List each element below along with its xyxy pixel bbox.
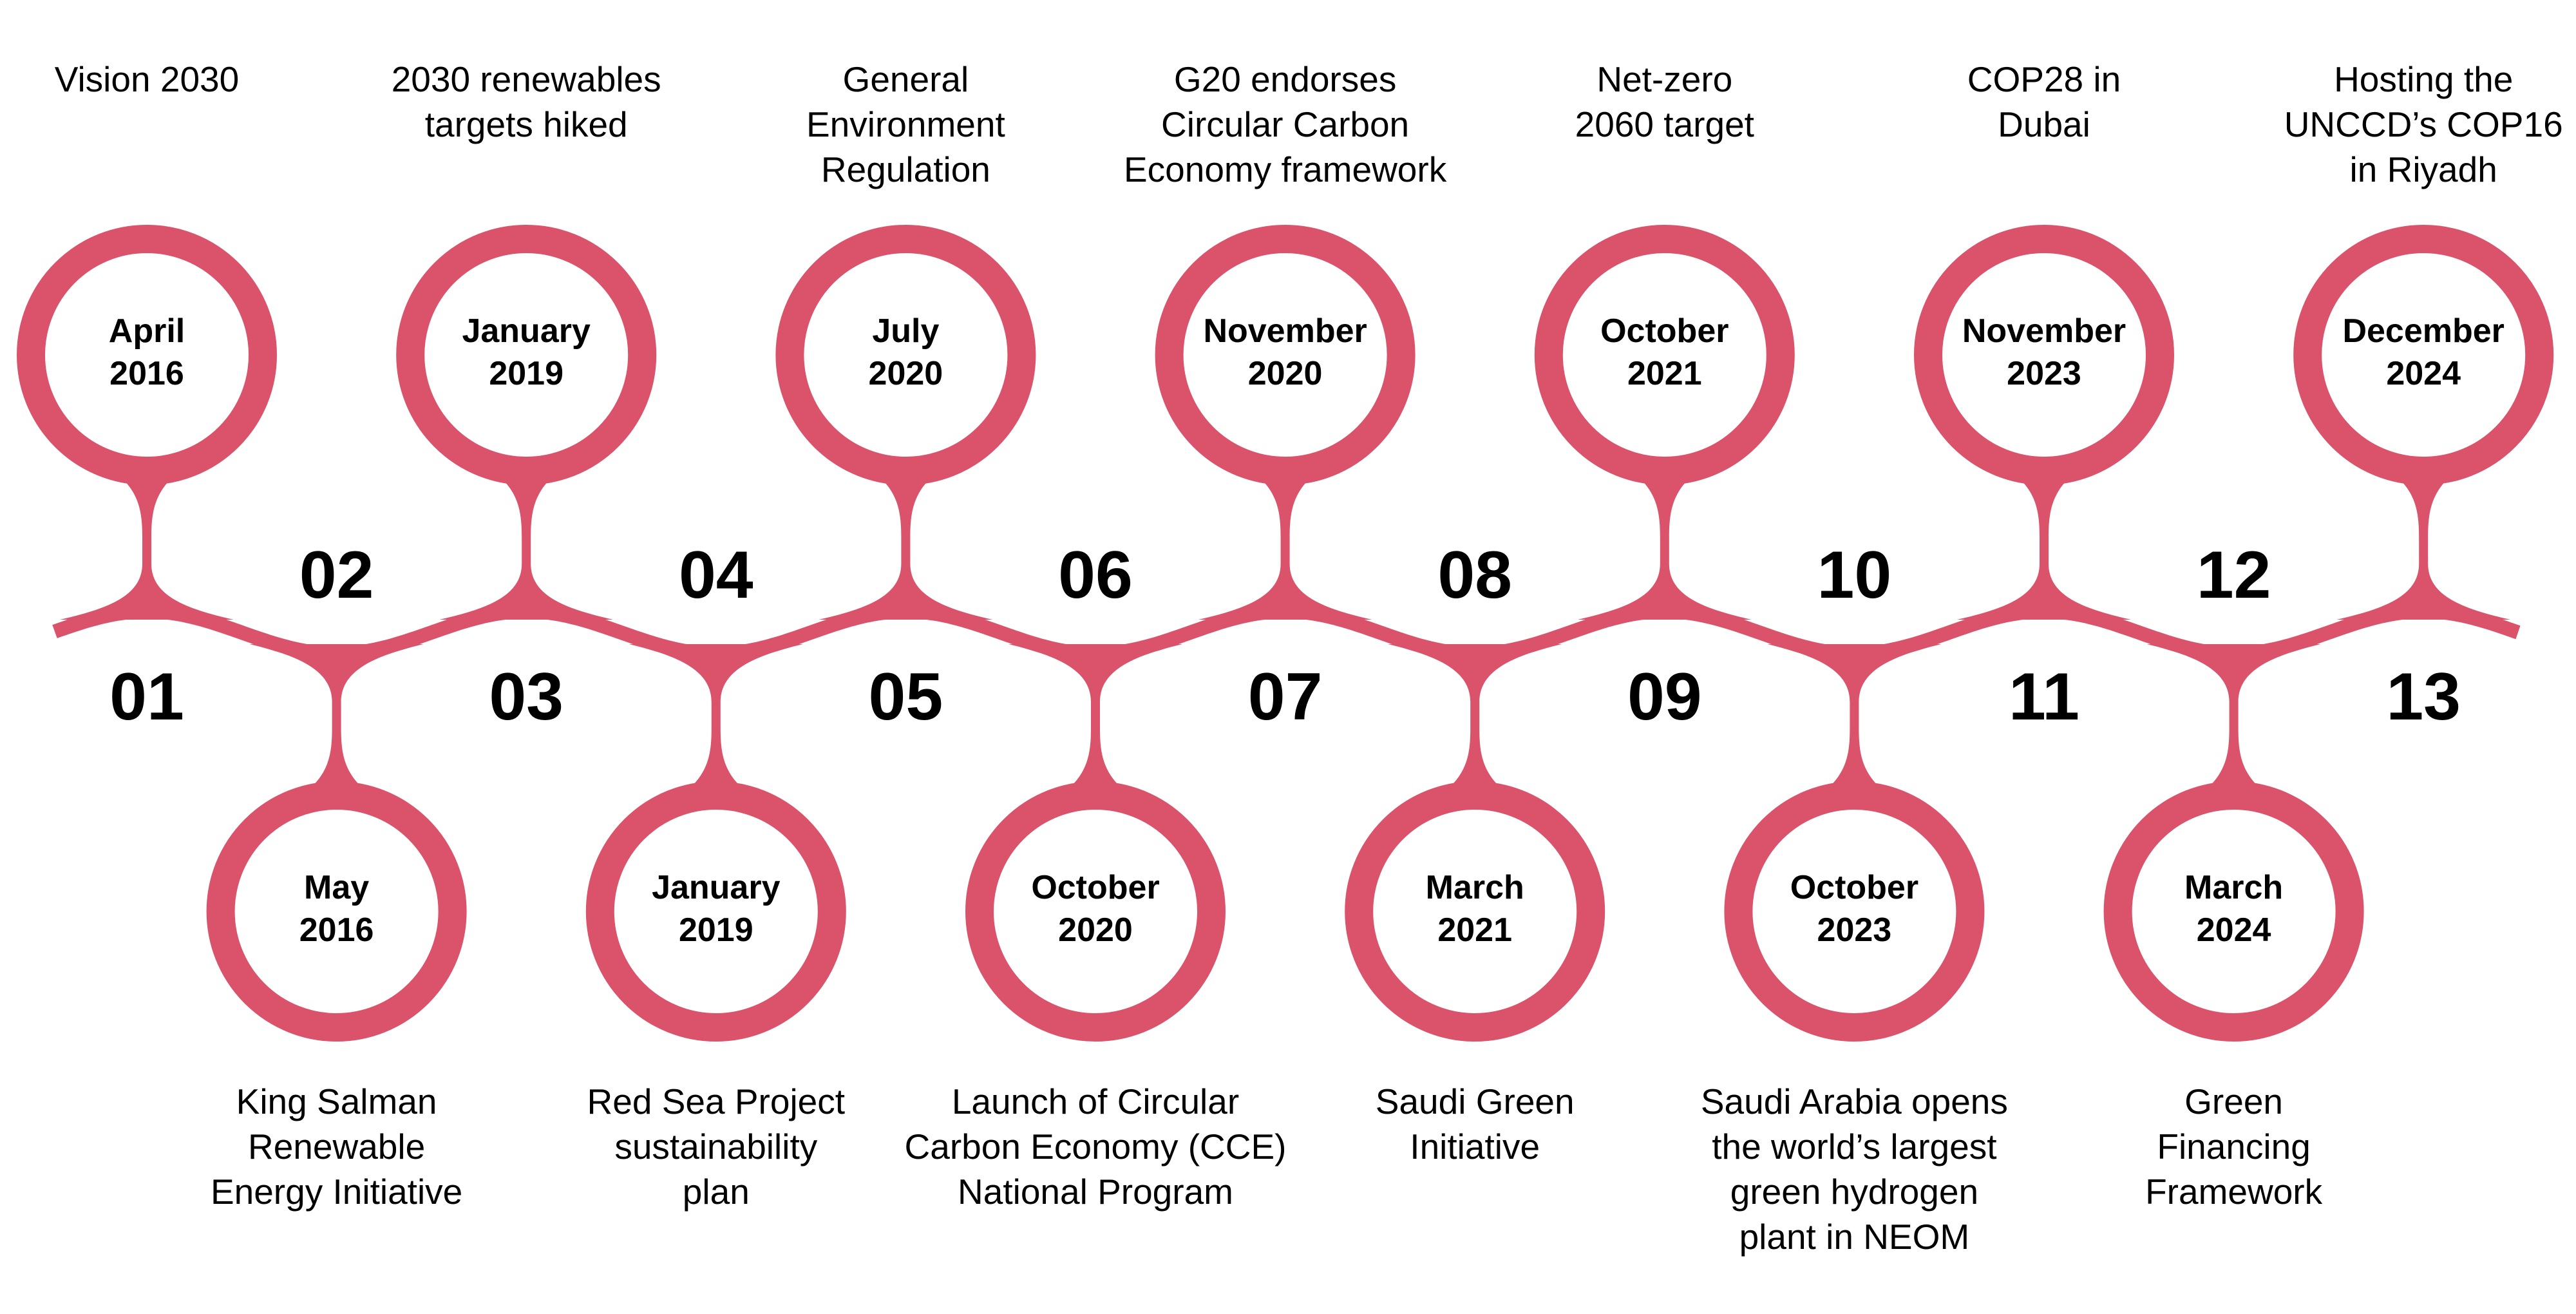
milestone-number: 08 (1437, 538, 1513, 613)
milestone-date: November 2020 (1203, 312, 1367, 392)
milestone-circle (775, 225, 1036, 485)
milestone-number: 01 (109, 660, 184, 734)
milestone-circle (585, 781, 846, 1042)
milestone-date: October 2023 (1790, 869, 1919, 949)
milestone-description: Red Sea Project sustainability plan (587, 1081, 846, 1212)
milestone-connector (629, 644, 803, 805)
milestone-circle (206, 781, 467, 1042)
milestone-connector (1388, 644, 1562, 805)
milestone-date: April 2016 (108, 312, 185, 392)
milestone-description: Vision 2030 (54, 59, 240, 99)
milestone-number: 06 (1058, 538, 1133, 613)
milestone-description: Saudi Arabia opens the world’s largest g… (1700, 1081, 2008, 1257)
milestone-date: January 2019 (462, 312, 591, 392)
milestone-number: 02 (299, 538, 374, 613)
milestone-date: October 2021 (1600, 312, 1729, 392)
milestone-description: Saudi Green Initiative (1375, 1081, 1575, 1166)
milestone-circle (1155, 225, 1416, 485)
milestone-number: 09 (1627, 660, 1702, 734)
milestone-date: March 2024 (2184, 869, 2284, 949)
milestone-circle (1534, 225, 1795, 485)
milestone-circle (2293, 225, 2554, 485)
milestone-description: King Salman Renewable Energy Initiative (210, 1081, 463, 1212)
milestone-date: May 2016 (299, 869, 374, 949)
milestone-circle (2103, 781, 2364, 1042)
milestone-number: 03 (489, 660, 564, 734)
milestone-number: 10 (1817, 538, 1892, 613)
milestone-description: Launch of Circular Carbon Economy (CCE) … (904, 1081, 1287, 1212)
milestone-number: 13 (2386, 660, 2461, 734)
milestone-description: G20 endorses Circular Carbon Economy fra… (1123, 59, 1447, 189)
milestone-circle (965, 781, 1226, 1042)
milestone-connector (1957, 461, 2131, 620)
milestone-connector (1198, 461, 1372, 620)
milestone-description: General Environment Regulation (806, 59, 1005, 189)
milestone-date: December 2024 (2342, 312, 2505, 392)
milestone-connector (1767, 644, 1942, 805)
milestone-connector (1577, 461, 1752, 620)
milestone-circle (1914, 225, 2174, 485)
milestone-number: 07 (1247, 660, 1323, 734)
milestone-connector (2336, 461, 2511, 620)
milestone-connector (1009, 644, 1182, 805)
milestone-description: COP28 in Dubai (1967, 59, 2121, 144)
milestone-connector (249, 644, 424, 805)
milestone-circle (1724, 781, 1985, 1042)
milestone-date: March 2021 (1425, 869, 1524, 949)
milestone-date: November 2023 (1962, 312, 2126, 392)
milestone-date: July 2020 (868, 312, 943, 392)
milestone-circle (396, 225, 657, 485)
milestone-description: Green Financing Framework (2145, 1081, 2323, 1212)
milestone-connector (60, 461, 234, 620)
milestone-connector (819, 461, 993, 620)
milestone-circle (1345, 781, 1605, 1042)
milestone-date: January 2019 (652, 869, 781, 949)
milestone-number: 05 (868, 660, 943, 734)
milestone-circle (17, 225, 277, 485)
milestone-date: October 2020 (1031, 869, 1160, 949)
milestone-description: Net-zero 2060 target (1575, 59, 1754, 144)
milestone-description: Hosting the UNCCD’s COP16 in Riyadh (2284, 59, 2563, 189)
milestone-description: 2030 renewables targets hiked (391, 59, 661, 144)
milestone-number: 12 (2196, 538, 2271, 613)
milestone-connector (2146, 644, 2321, 805)
milestone-number: 04 (678, 538, 753, 613)
milestone-number: 11 (2009, 660, 2079, 734)
milestone-connector (439, 461, 614, 620)
